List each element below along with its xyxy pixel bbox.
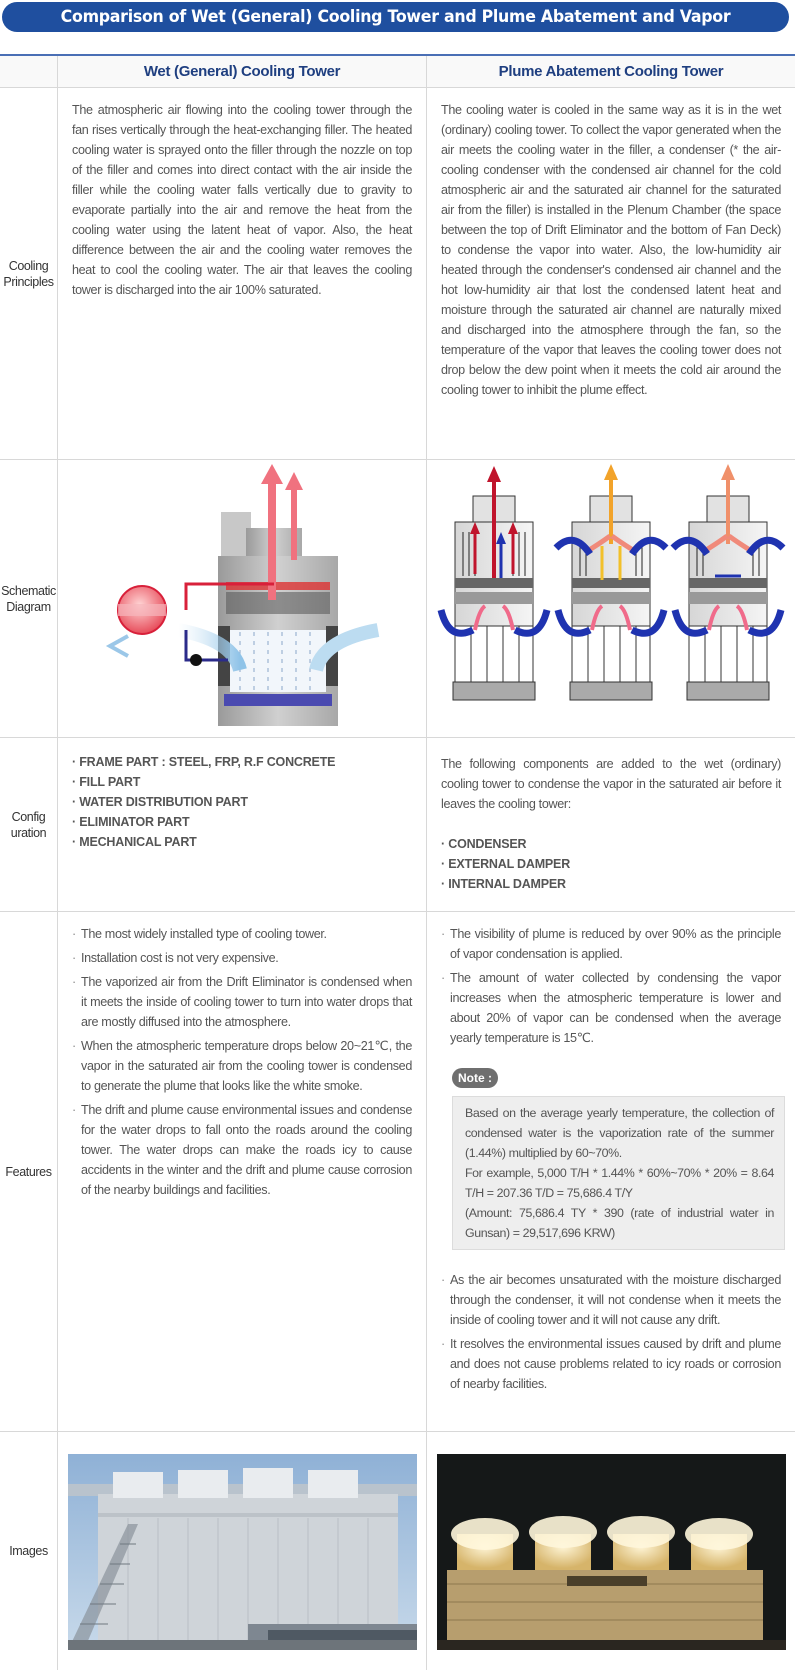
config-wet-cell: · FRAME PART : STEEL, FRP, R.F CONCRETE …	[58, 738, 427, 911]
list-item: Installation cost is not very expensive.	[72, 948, 412, 968]
list-item: · INTERNAL DAMPER	[441, 877, 566, 891]
list-item: · WATER DISTRIBUTION PART	[72, 795, 248, 809]
list-item: · EXTERNAL DAMPER	[441, 857, 571, 871]
features-wet-list: The most widely installed type of coolin…	[72, 924, 412, 1204]
schematic-plume-cell	[427, 460, 795, 737]
row-schematic: Schematic Diagram	[0, 460, 795, 738]
row-cooling-principles: Cooling Principles The atmospheric air f…	[0, 88, 795, 460]
tower-1	[437, 466, 551, 701]
features-plume-list-bottom: As the air becomes unsaturated with the …	[441, 1270, 781, 1398]
images-plume-cell	[427, 1432, 795, 1670]
note-box: Based on the average yearly temperature,…	[452, 1096, 785, 1250]
principles-wet-text: The atmospheric air flowing into the coo…	[72, 103, 412, 297]
principles-plume-cell: The cooling water is cooled in the same …	[427, 88, 795, 459]
list-item: When the atmospheric temperature drops b…	[72, 1036, 412, 1096]
list-item: · ELIMINATOR PART	[72, 815, 190, 829]
list-item: · CONDENSER	[441, 837, 527, 851]
config-plume-cell: The following components are added to th…	[427, 738, 795, 911]
row-features: Features The most widely installed type …	[0, 912, 795, 1432]
list-item: The visibility of plume is reduced by ov…	[441, 924, 781, 964]
tower-2	[553, 464, 669, 701]
features-wet-cell: The most widely installed type of coolin…	[58, 912, 427, 1431]
list-item: · FRAME PART : STEEL, FRP, R.F CONCRETE	[72, 755, 336, 769]
row-label-principles: Cooling Principles	[0, 88, 58, 459]
schematic-wet-cell	[58, 460, 427, 737]
images-wet-cell	[58, 1432, 427, 1670]
row-label-images: Images	[0, 1432, 58, 1670]
config-wet-list: · FRAME PART : STEEL, FRP, R.F CONCRETE …	[72, 752, 335, 852]
plume-tower-photo	[437, 1454, 786, 1650]
config-plume-list: · CONDENSER · EXTERNAL DAMPER · INTERNAL…	[441, 834, 570, 894]
list-item: The most widely installed type of coolin…	[72, 924, 412, 944]
note-line: (Amount: 75,686.4 TY * 390 (rate of indu…	[465, 1206, 774, 1240]
note-badge: Note :	[452, 1068, 498, 1088]
column-header-plume: Plume Abatement Cooling Tower	[498, 63, 724, 80]
config-plume-intro: The following components are added to th…	[441, 757, 781, 811]
wet-tower-schematic	[105, 464, 380, 726]
row-label-features: Features	[0, 912, 58, 1431]
note-line: Based on the average yearly temperature,…	[465, 1106, 774, 1160]
list-item: The vaporized air from the Drift Elimina…	[72, 972, 412, 1032]
plume-tower-schematic	[437, 464, 786, 701]
tower-3	[670, 464, 786, 701]
header-rule	[0, 54, 795, 56]
row-label-schematic: Schematic Diagram	[0, 460, 58, 737]
principles-wet-cell: The atmospheric air flowing into the coo…	[58, 88, 427, 459]
features-plume-cell: The visibility of plume is reduced by ov…	[427, 912, 795, 1431]
row-images: Images	[0, 1432, 795, 1670]
header-blank	[0, 56, 58, 87]
wet-tower-photo	[68, 1454, 417, 1650]
column-header-wet: Wet (General) Cooling Tower	[58, 56, 427, 87]
row-configuration: Config uration · FRAME PART : STEEL, FRP…	[0, 738, 795, 912]
list-item: It resolves the environmental issues cau…	[441, 1334, 781, 1394]
list-item: The amount of water collected by condens…	[441, 968, 781, 1048]
list-item: As the air becomes unsaturated with the …	[441, 1270, 781, 1330]
list-item: · MECHANICAL PART	[72, 835, 197, 849]
list-item: The drift and plume cause environmental …	[72, 1100, 412, 1200]
note-line: For example, 5,000 T/H * 1.44% * 60%~70%…	[465, 1166, 774, 1200]
features-plume-list-top: The visibility of plume is reduced by ov…	[441, 924, 781, 1052]
principles-plume-text: The cooling water is cooled in the same …	[441, 103, 781, 397]
row-label-config: Config uration	[0, 738, 58, 911]
page-title: Comparison of Wet (General) Cooling Towe…	[2, 2, 789, 57]
list-item: · FILL PART	[72, 775, 141, 789]
column-header-row: Wet (General) Cooling Tower Plume Abatem…	[0, 56, 795, 88]
